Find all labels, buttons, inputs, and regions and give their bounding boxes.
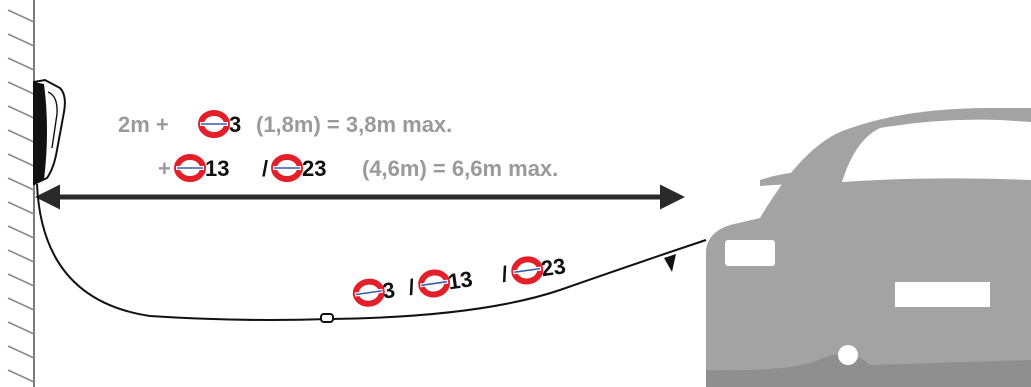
cable-separator-1: / (407, 274, 417, 300)
car-rear-icon (706, 108, 1031, 387)
wall-hatch-mark (7, 273, 35, 287)
wall-hatch-mark (7, 297, 35, 311)
wall-hatch-icon (7, 0, 35, 387)
line2-product-b: 23 (302, 156, 326, 181)
line2-separator: / (262, 156, 268, 181)
cable-product-c: 23 (539, 253, 567, 281)
wall-hatch-mark (7, 57, 35, 71)
cable-label: 3 / 13 / 23 (353, 253, 567, 307)
red-coil-logo-icon (419, 271, 450, 297)
line1-prefix: 2m + (118, 112, 169, 137)
wall-hatch-mark (7, 81, 35, 95)
red-coil-logo-icon (176, 157, 204, 179)
line2-prefix: + (158, 156, 171, 181)
wall-hatch-mark (7, 201, 35, 215)
line2-detail: (4,6m) = 6,6m max. (362, 156, 558, 181)
wall-hatch-mark (7, 321, 35, 335)
wall-hatch-mark (7, 177, 35, 191)
wall-hatch-mark (7, 153, 35, 167)
wall-hatch-mark (7, 225, 35, 239)
wall-hatch-mark (7, 249, 35, 263)
wall-hatch-mark (7, 105, 35, 119)
cable-plug (664, 254, 676, 272)
wall-hatch-mark (7, 33, 35, 47)
cable-product-a: 3 (381, 277, 397, 303)
line2-product-a: 13 (205, 156, 229, 181)
red-coil-logo-icon (200, 113, 228, 135)
line1-detail: (1,8m) = 3,8m max. (256, 112, 452, 137)
red-coil-logo-icon (512, 258, 543, 284)
cable-separator-2: / (500, 261, 510, 287)
cable-connector (320, 313, 334, 323)
wall-hatch-mark (7, 9, 35, 23)
red-coil-logo-icon (273, 157, 301, 179)
wall-hatch-mark (7, 369, 35, 383)
line1-product: 3 (229, 112, 241, 137)
length-line-1: 2m + 3 (1,8m) = 3,8m max. (118, 112, 452, 137)
wall-hatch-mark (7, 345, 35, 359)
wallbox-charger-icon (33, 78, 66, 186)
red-coil-logo-icon (353, 280, 384, 306)
wall-hatch-mark (7, 129, 35, 143)
cable-product-b: 13 (446, 266, 474, 294)
length-line-2: + 13 / 23 (4,6m) = 6,6m max. (158, 156, 558, 181)
charging-cable (36, 183, 707, 321)
